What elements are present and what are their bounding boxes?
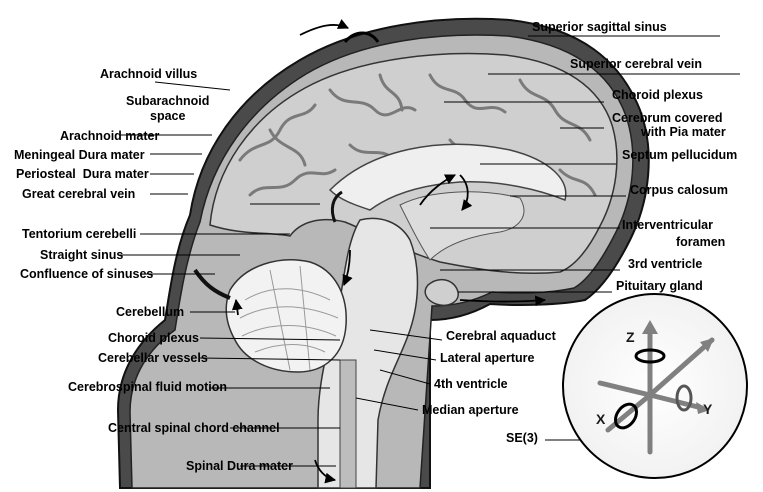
label-periosteal-dura-mater: Periosteal Dura mater (16, 167, 149, 181)
label-cerebrum-covered-line1: Cerebrum covered (612, 111, 722, 125)
label-subarachnoid-space-line1: Subarachnoid (126, 94, 209, 108)
label-corpus-calosum: Corpus calosum (630, 183, 728, 197)
label-spinal-dura-mater: Spinal Dura mater (186, 459, 293, 473)
superior-sagittal-sinus (343, 31, 380, 44)
label-straight-sinus: Straight sinus (40, 248, 123, 262)
great-cerebral-vein (330, 190, 343, 223)
rotation-x-icon (614, 402, 638, 430)
pituitary-gland (424, 278, 459, 306)
rotation-y-icon (675, 384, 693, 412)
label-cerebral-aquaduct: Cerebral aquaduct (446, 329, 557, 343)
label-choroid-plexus-upper: Choroid plexus (612, 88, 703, 102)
label-septum-pellucidum: Septum pellucidum (622, 148, 737, 162)
axis-label-x: X (596, 411, 606, 427)
label-choroid-plexus-lower: Choroid plexus (108, 331, 199, 345)
se3-circle (562, 293, 748, 479)
axis-label-z: Z (626, 329, 635, 345)
brain-illustration (116, 17, 650, 489)
lateral-ventricle (399, 191, 525, 261)
se3-inset: SE(3) Z X Y (506, 293, 748, 479)
label-arachnoid-villus: Arachnoid villus (100, 67, 197, 81)
label-tentorium-cerebelli: Tentorium cerebelli (22, 227, 136, 241)
cerebellum-folia (239, 265, 339, 371)
label-pituitary-gland: Pituitary gland (616, 279, 703, 293)
axis-arrowheads (642, 320, 714, 414)
label-cerebrum-covered-line2: with Pia mater (640, 125, 726, 139)
rotation-z-icon (634, 348, 666, 364)
label-superior-sagittal-sinus: Superior sagittal sinus (532, 20, 667, 34)
label-subarachnoid-space-line2: space (150, 109, 185, 123)
spinal-channel (339, 359, 357, 489)
label-lateral-aperture: Lateral aperture (440, 351, 535, 365)
label-csf-motion: Cerebrospinal fluid motion (68, 380, 227, 394)
label-interventricular-line2: foramen (676, 235, 725, 249)
label-cerebellar-vessels: Cerebellar vessels (98, 351, 208, 365)
label-third-ventricle: 3rd ventricle (628, 257, 702, 271)
right-labels: Superior sagittal sinus Superior cerebra… (422, 20, 737, 417)
label-interventricular-line1: Interventricular (622, 218, 713, 232)
label-superior-cerebral-vein: Superior cerebral vein (570, 57, 702, 71)
label-arachnoid-mater: Arachnoid mater (60, 129, 159, 143)
leader-lines (120, 35, 740, 467)
label-fourth-ventricle: 4th ventricle (434, 377, 508, 391)
csf-flow-arrows (231, 19, 547, 484)
label-confluence-of-sinuses: Confluence of sinuses (20, 267, 153, 281)
axis-label-y: Y (703, 401, 713, 417)
left-labels: Arachnoid villus Subarachnoid space Arac… (14, 67, 293, 473)
label-se3: SE(3) (506, 431, 538, 445)
label-cerebellum: Cerebellum (116, 305, 184, 319)
label-meningeal-dura-mater: Meningeal Dura mater (14, 148, 145, 162)
label-great-cerebral-vein: Great cerebral vein (22, 187, 135, 201)
label-central-spinal-channel: Central spinal chord channel (108, 421, 280, 435)
label-median-aperture: Median aperture (422, 403, 519, 417)
cerebellum (225, 259, 347, 373)
